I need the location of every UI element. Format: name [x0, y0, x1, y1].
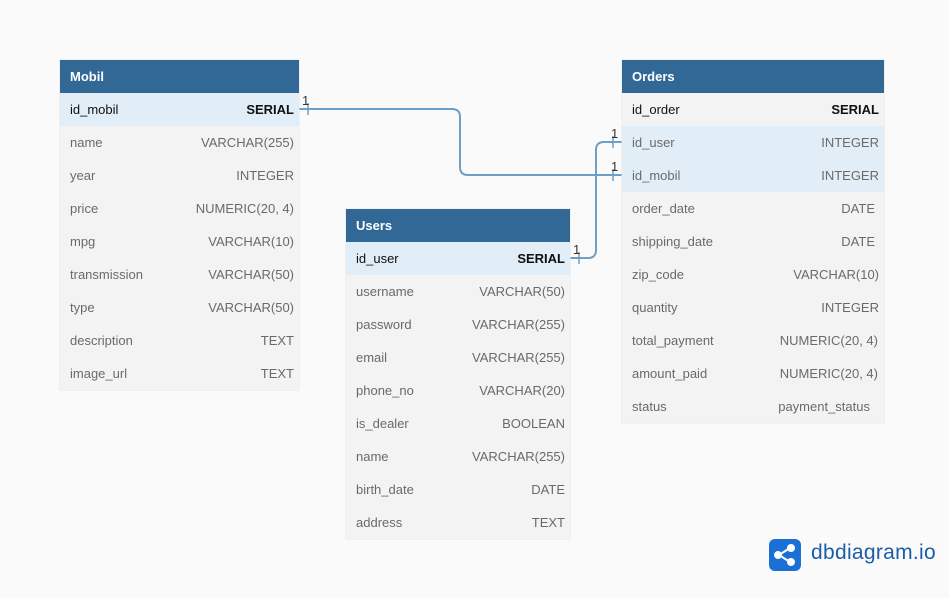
- field-row[interactable]: password VARCHAR(255): [346, 308, 570, 341]
- field-row[interactable]: birth_date DATE: [346, 473, 570, 506]
- field-row[interactable]: quantity INTEGER: [622, 291, 884, 324]
- field-name: mpg: [70, 234, 96, 249]
- field-row[interactable]: zip_code VARCHAR(10): [622, 258, 884, 291]
- field-row[interactable]: name VARCHAR(255): [346, 440, 570, 473]
- field-name: id_order: [632, 102, 680, 117]
- field-type: INTEGER: [236, 168, 294, 183]
- field-type: VARCHAR(255): [201, 135, 294, 150]
- field-name: zip_code: [632, 267, 685, 282]
- field-row[interactable]: mpg VARCHAR(10): [60, 225, 299, 258]
- field-row[interactable]: id_mobil SERIAL: [60, 93, 299, 126]
- field-row[interactable]: total_payment NUMERIC(20, 4): [622, 324, 884, 357]
- link-users-orders[interactable]: [570, 141, 622, 259]
- field-type: SERIAL: [246, 102, 294, 117]
- field-row[interactable]: id_order SERIAL: [622, 93, 884, 126]
- table-mobil[interactable]: Mobil id_mobil SERIAL name VARCHAR(255) ye…: [60, 60, 299, 390]
- field-row[interactable]: amount_paid NUMERIC(20, 4): [622, 357, 884, 390]
- field-name: year: [70, 168, 96, 183]
- field-type: payment_status: [778, 399, 870, 414]
- table-header[interactable]: Orders: [622, 60, 884, 93]
- field-row[interactable]: description TEXT: [60, 324, 299, 357]
- field-type: TEXT: [531, 515, 565, 530]
- field-name: transmission: [70, 267, 143, 282]
- field-row[interactable]: price NUMERIC(20, 4): [60, 192, 299, 225]
- field-name: description: [70, 333, 133, 348]
- field-type: SERIAL: [831, 102, 879, 117]
- field-name: birth_date: [356, 482, 414, 497]
- field-type: DATE: [531, 482, 565, 497]
- field-row[interactable]: name VARCHAR(255): [60, 126, 299, 159]
- field-type: VARCHAR(255): [472, 317, 565, 332]
- field-name: email: [356, 350, 388, 365]
- field-row[interactable]: order_date DATE: [622, 192, 884, 225]
- field-name: shipping_date: [632, 234, 713, 249]
- field-type: VARCHAR(50): [208, 300, 294, 315]
- field-type: BOOLEAN: [502, 416, 565, 431]
- field-name: total_payment: [632, 333, 714, 348]
- field-name: price: [70, 201, 99, 216]
- field-type: VARCHAR(10): [793, 267, 879, 282]
- field-name: id_user: [356, 251, 399, 266]
- field-name: phone_no: [356, 383, 414, 398]
- field-type: DATE: [841, 234, 875, 249]
- field-name: id_mobil: [70, 102, 119, 117]
- field-type: NUMERIC(20, 4): [195, 201, 294, 216]
- brand-name: dbdiagram.io: [811, 541, 937, 564]
- field-name: username: [356, 284, 414, 299]
- field-name: image_url: [70, 366, 128, 381]
- field-type: DATE: [841, 201, 875, 216]
- field-row[interactable]: id_user INTEGER: [622, 126, 884, 159]
- field-type: VARCHAR(10): [208, 234, 294, 249]
- field-name: amount_paid: [632, 366, 708, 381]
- field-row[interactable]: username VARCHAR(50): [346, 275, 570, 308]
- field-row[interactable]: transmission VARCHAR(50): [60, 258, 299, 291]
- field-name: order_date: [632, 201, 695, 216]
- cardinality-orders-mobil: 1: [611, 159, 619, 174]
- field-name: type: [70, 300, 95, 315]
- field-type: TEXT: [260, 333, 294, 348]
- cardinality-mobil: 1: [302, 93, 310, 108]
- field-name: name: [70, 135, 103, 150]
- field-row[interactable]: status payment_status: [622, 390, 884, 423]
- field-name: status: [632, 399, 667, 414]
- field-type: INTEGER: [821, 300, 879, 315]
- field-type: NUMERIC(20, 4): [779, 366, 878, 381]
- cardinality-users: 1: [573, 242, 581, 257]
- field-name: quantity: [632, 300, 678, 315]
- field-row[interactable]: email VARCHAR(255): [346, 341, 570, 374]
- field-type: VARCHAR(50): [479, 284, 565, 299]
- field-row[interactable]: shipping_date DATE: [622, 225, 884, 258]
- table-header[interactable]: Users: [346, 209, 570, 242]
- cardinality-orders-user: 1: [611, 126, 619, 141]
- field-row[interactable]: image_url TEXT: [60, 357, 299, 390]
- field-type: TEXT: [260, 366, 294, 381]
- field-row[interactable]: year INTEGER: [60, 159, 299, 192]
- field-type: NUMERIC(20, 4): [779, 333, 878, 348]
- field-type: VARCHAR(255): [472, 350, 565, 365]
- field-type: INTEGER: [821, 168, 879, 183]
- link-mobil-orders[interactable]: [299, 108, 622, 176]
- field-type: VARCHAR(50): [208, 267, 294, 282]
- field-row[interactable]: id_mobil INTEGER: [622, 159, 884, 192]
- field-row[interactable]: address TEXT: [346, 506, 570, 539]
- field-type: INTEGER: [821, 135, 879, 150]
- field-row[interactable]: is_dealer BOOLEAN: [346, 407, 570, 440]
- share-icon: [769, 539, 801, 571]
- field-row[interactable]: id_user SERIAL: [346, 242, 570, 275]
- field-row[interactable]: type VARCHAR(50): [60, 291, 299, 324]
- field-type: SERIAL: [517, 251, 565, 266]
- table-header[interactable]: Mobil: [60, 60, 299, 93]
- field-name: is_dealer: [356, 416, 409, 431]
- field-name: id_mobil: [632, 168, 681, 183]
- field-name: address: [356, 515, 403, 530]
- field-name: password: [356, 317, 412, 332]
- field-type: VARCHAR(255): [472, 449, 565, 464]
- field-name: id_user: [632, 135, 675, 150]
- field-type: VARCHAR(20): [479, 383, 565, 398]
- field-row[interactable]: phone_no VARCHAR(20): [346, 374, 570, 407]
- field-name: name: [356, 449, 389, 464]
